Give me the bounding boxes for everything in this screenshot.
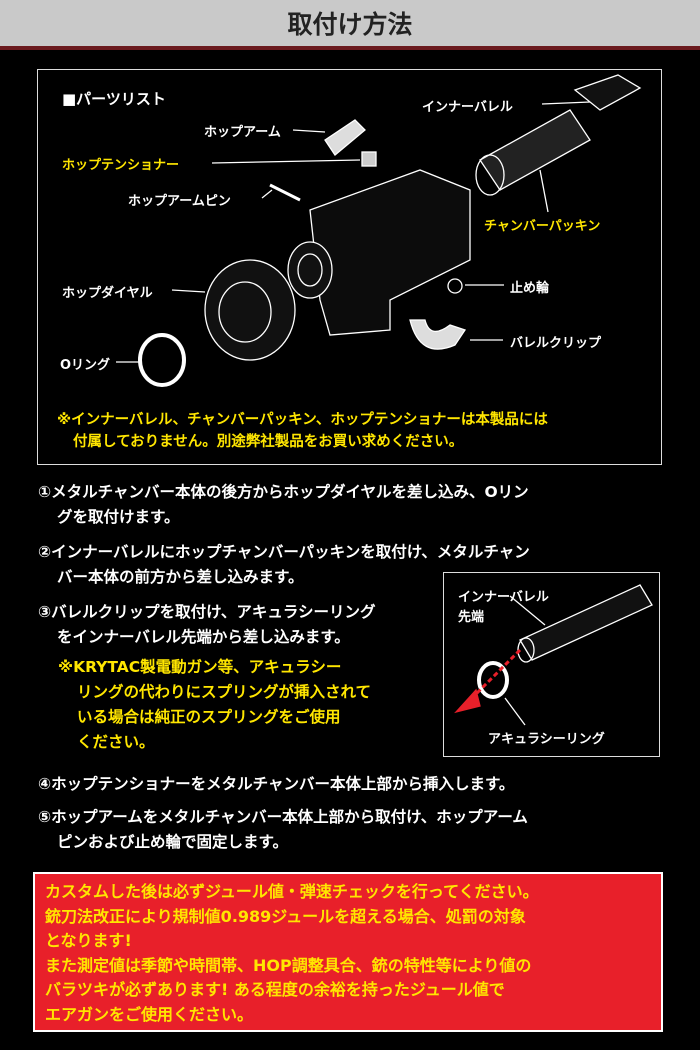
step-4: ④ホップテンショナーをメタルチャンバー本体上部から挿入します。 <box>38 775 515 793</box>
note-line: ください。 <box>77 733 155 751</box>
label-stop-ring: 止め輪 <box>510 281 550 296</box>
warning-line: また測定値は季節や時間帯、HOP調整具合、銃の特性等により値の <box>45 955 532 975</box>
step-1: ①メタルチャンバー本体の後方からホップダイヤルを差し込み、Oリングを取付けます。 <box>38 480 529 530</box>
inset-label-tip: 先端 <box>458 610 485 625</box>
note-line: いる場合は純正のスプリングをご使用 <box>77 708 341 726</box>
step-3-note: ※KRYTAC製電動ガン等、アキュラシー リングの代わりにスプリングが挿入されて… <box>58 655 371 755</box>
label-o-ring: Oリング <box>60 358 111 373</box>
note-line: ※KRYTAC製電動ガン等、アキュラシー <box>58 658 342 676</box>
label-barrel-clip: バレルクリップ <box>510 336 602 351</box>
arrow-icon <box>454 688 481 714</box>
inset-label-ring: アキュラシーリング <box>488 732 605 747</box>
warning-line: バラツキが必ずあります! ある程度の余裕を持ったジュール値で <box>45 980 505 999</box>
packing-end <box>475 154 505 196</box>
warning-line: エアガンをご使用ください。 <box>45 1004 254 1024</box>
step-line: ②インナーバレルにホップチャンバーパッキンを取付け、メタルチャン <box>38 543 530 561</box>
step-2: ②インナーバレルにホップチャンバーパッキンを取付け、メタルチャンバー本体の前方か… <box>38 540 530 590</box>
step-line: をインナーバレル先端から差し込みます。 <box>57 628 350 646</box>
hop-arm-part <box>324 119 366 156</box>
label-hop-tensioner: ホップテンショナー <box>62 158 180 173</box>
label-inner-barrel: インナーバレル <box>422 100 513 115</box>
label-chamber-packing: チャンバーパッキン <box>484 219 601 234</box>
label-hop-arm: ホップアーム <box>204 125 281 140</box>
leader-inner-barrel <box>541 101 591 105</box>
inset-panel <box>443 572 660 757</box>
barrel-clip-part <box>409 319 467 350</box>
warning-line: 銃刀法改正により規制値0.989ジュールを超える場合、処罰の対象 <box>45 906 526 926</box>
parts-list-title: ■パーツリスト <box>62 90 166 108</box>
note-line: ※インナーバレル、チャンバーパッキン、ホップテンショナーは本製品には <box>57 412 548 428</box>
inset-diagram <box>454 584 653 726</box>
note-line: リングの代わりにスプリングが挿入されて <box>77 683 372 701</box>
parts-note: ※インナーバレル、チャンバーパッキン、ホップテンショナーは本製品には 付属してお… <box>57 409 548 453</box>
step-5: ⑤ホップアームをメタルチャンバー本体上部から取付け、ホップアームピンおよび止め輪… <box>38 805 528 855</box>
step-line: ①メタルチャンバー本体の後方からホップダイヤルを差し込み、Oリン <box>38 483 529 501</box>
stop-ring-part <box>447 278 463 294</box>
step-line: バー本体の前方から差し込みます。 <box>57 568 304 586</box>
step-line: ピンおよび止め輪で固定します。 <box>57 833 288 851</box>
warning-line: となります! <box>45 931 132 950</box>
o-ring-part <box>138 333 186 387</box>
parts-list-panel <box>37 69 662 465</box>
note-line: 付属しておりません。別途弊社製品をお買い求めください。 <box>73 434 464 450</box>
warning-box: カスタムした後は必ずジュール値・弾速チェックを行ってください。 銃刀法改正により… <box>33 872 663 1032</box>
step-line: ⑤ホップアームをメタルチャンバー本体上部から取付け、ホップアーム <box>38 808 528 826</box>
step-line: ③バレルクリップを取付け、アキュラシーリング <box>38 603 376 621</box>
hop-chamber-body <box>309 169 471 336</box>
step-3: ③バレルクリップを取付け、アキュラシーリングをインナーバレル先端から差し込みます… <box>38 600 376 650</box>
label-hop-arm-pin: ホップアームピン <box>128 194 231 209</box>
inset-label-barrel: インナーバレル <box>458 590 549 605</box>
inner-barrel-part <box>573 74 642 111</box>
chamber-packing-part <box>479 109 591 191</box>
hop-tensioner-part <box>361 151 377 167</box>
warning-line: カスタムした後は必ずジュール値・弾速チェックを行ってください。 <box>45 882 539 901</box>
hop-arm-pin-part <box>269 183 301 202</box>
step-line: グを取付けます。 <box>57 508 180 526</box>
page-title: 取付け方法 <box>0 0 700 50</box>
label-hop-dial: ホップダイヤル <box>62 286 153 301</box>
